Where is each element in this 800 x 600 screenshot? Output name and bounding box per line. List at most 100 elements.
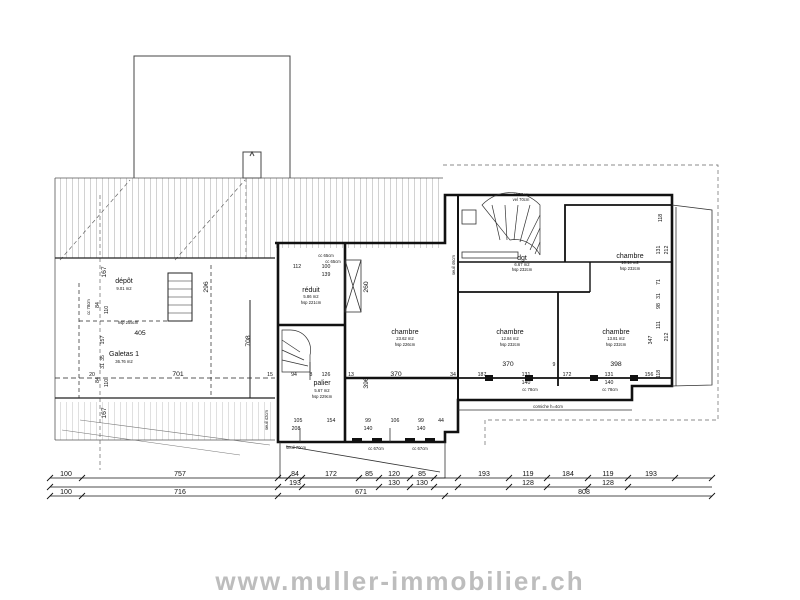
bottom-dim-row2-1: 130 xyxy=(388,480,400,487)
dim-tick xyxy=(375,483,383,491)
dim-tick xyxy=(46,483,54,491)
dim-140d: 140 xyxy=(417,426,426,432)
room-area-reduit: 5.86 m2 xyxy=(303,294,319,299)
dim-tick xyxy=(430,474,438,482)
dim-260: 260 xyxy=(363,281,370,293)
dim-118b: 118 xyxy=(656,370,662,378)
dim-tick xyxy=(298,483,306,491)
dim-9: 9 xyxy=(553,362,556,368)
dim-111: 111 xyxy=(656,321,662,329)
room-labels: dépôt 9.01 m2 Galetas 1 36.76 m2 réduit … xyxy=(109,253,644,399)
dim-tick xyxy=(543,483,551,491)
dim-tick xyxy=(671,474,679,482)
dim-370a: 370 xyxy=(390,371,402,378)
roof-outline xyxy=(133,55,291,179)
dim-100: 100 xyxy=(322,264,331,270)
room-name-dgt: dgt xyxy=(517,255,527,262)
bottom-dim-row1-3: 172 xyxy=(325,471,337,478)
bottom-dim-row1-1: 757 xyxy=(174,471,186,478)
bottom-dim-row2-0: 193 xyxy=(289,480,301,487)
note-cc65-b: cc 65cm xyxy=(325,259,341,264)
dim-172: 172 xyxy=(563,372,572,378)
room-area-depot: 9.01 m2 xyxy=(116,286,132,291)
dim-tick xyxy=(355,474,363,482)
watermark-url: www.muller-immobilier.ch xyxy=(215,566,585,596)
room-name-reduit: réduit xyxy=(302,287,320,294)
note-cc67-b: cc 67cm xyxy=(412,446,428,451)
dim-99a: 99 xyxy=(365,418,371,424)
dim-99b: 99 xyxy=(418,418,424,424)
dim-15: 15 xyxy=(267,372,273,378)
dim-370b: 370 xyxy=(502,361,514,368)
room-height-chambre-center: hsp 226cm xyxy=(395,342,416,347)
dim-208: 208 xyxy=(292,426,301,432)
dim-71: 71 xyxy=(656,279,662,285)
attic-walls xyxy=(55,257,275,399)
note-cc-dgt: cc 63cm xyxy=(513,192,529,197)
dim-167b: 167 xyxy=(101,407,108,419)
dim-35: 35 xyxy=(100,355,106,361)
room-area-palier: 5.67 m2 xyxy=(314,388,330,393)
bottom-dim-row3-2: 671 xyxy=(355,489,367,496)
dim-701: 701 xyxy=(172,371,184,378)
note-corniche: corniche h=4cm xyxy=(533,404,563,409)
fixtures xyxy=(299,209,519,442)
dim-tick xyxy=(708,474,716,482)
dim-31b: 31 xyxy=(656,293,662,299)
staircase xyxy=(281,192,541,373)
bottom-dim-row3-3: 808 xyxy=(578,489,590,496)
dim-tick xyxy=(584,483,592,491)
bottom-dim-row1-10: 119 xyxy=(602,471,613,478)
dimension-lines xyxy=(50,477,712,497)
dim-44: 44 xyxy=(438,418,444,424)
room-name-chambre-mid: chambre xyxy=(496,329,523,336)
dim-106: 106 xyxy=(391,418,400,424)
room-height-reduit: hsp 221cm xyxy=(301,300,322,305)
dim-13: 13 xyxy=(348,372,354,378)
dim-tick xyxy=(505,483,513,491)
dim-98: 98 xyxy=(656,303,662,309)
bottom-dim-row3-1: 716 xyxy=(174,489,186,496)
dim-tick xyxy=(454,483,462,491)
dim-296: 296 xyxy=(203,281,210,293)
dim-187: 187 xyxy=(478,372,487,378)
room-area-chambre-mid: 12.84 m2 xyxy=(501,336,519,341)
dim-140b: 140 xyxy=(605,380,614,386)
room-area-chambre-center: 23.62 m2 xyxy=(396,336,414,341)
dim-8: 8 xyxy=(310,372,313,378)
room-area-galetas: 36.76 m2 xyxy=(115,359,133,364)
window-markers xyxy=(352,375,638,443)
dim-tick xyxy=(78,474,86,482)
room-area-dgt: 6.67 m2 xyxy=(514,262,530,267)
dim-tick xyxy=(375,474,383,482)
bottom-dim-row2-4: 128 xyxy=(602,480,614,487)
dim-tick xyxy=(441,492,449,500)
note-cc67-a: cc 67cm xyxy=(368,446,384,451)
room-height-chambre-top-right: hsp 232cm xyxy=(620,266,641,271)
room-area-chambre-right: 13.81 m2 xyxy=(607,336,625,341)
dim-tick xyxy=(298,474,306,482)
roof-hatching xyxy=(54,177,443,456)
note-cc78-c: cc 78cm xyxy=(86,299,91,315)
dim-157: 157 xyxy=(100,336,106,345)
dim-167a: 167 xyxy=(101,266,108,278)
bottom-dim-row2-3: 128 xyxy=(522,480,534,487)
dim-112: 112 xyxy=(293,264,301,270)
bottom-dim-row1-4: 85 xyxy=(365,471,373,478)
dim-tick xyxy=(46,474,54,482)
note-hsp-galetas: hsp 255cm xyxy=(118,320,139,325)
dim-tick xyxy=(78,492,86,500)
dim-110b: 110 xyxy=(104,379,110,387)
bottom-dim-row2-2: 130 xyxy=(416,480,428,487)
room-height-chambre-right: hsp 232cm xyxy=(606,342,627,347)
room-height-dgt: hsp 232cm xyxy=(512,267,533,272)
dim-139: 139 xyxy=(322,272,331,278)
bottom-dim-row1-8: 119 xyxy=(522,471,533,478)
dim-tick xyxy=(406,474,414,482)
dim-140c: 140 xyxy=(364,426,373,432)
bottom-dim-row1-9: 184 xyxy=(562,471,574,478)
dim-84a: 84 xyxy=(95,302,101,308)
dim-tick xyxy=(624,483,632,491)
